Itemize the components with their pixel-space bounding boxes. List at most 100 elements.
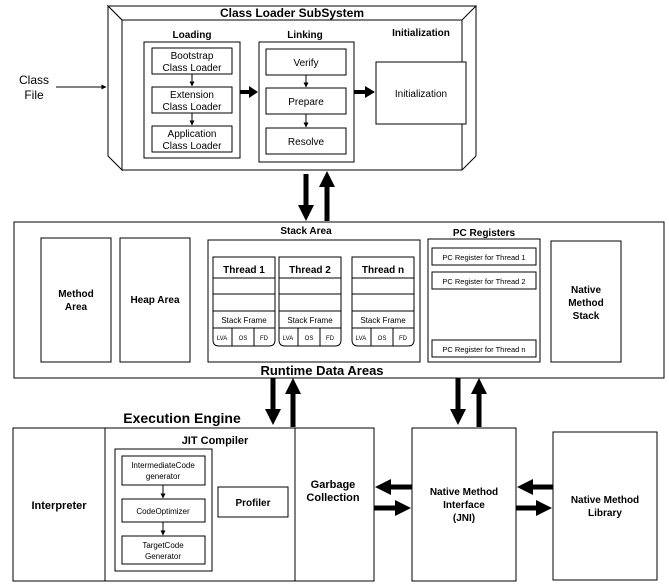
native-method-library: Native Method Library [552,431,658,581]
native-method-interface: Native Method Interface (JNI) [411,427,517,582]
pc-register-thread-n-label: PC Register for Thread n [442,345,525,354]
loading-title: Loading [173,30,212,41]
target-code-generator-label-1: TargetCode [142,541,184,550]
native-method-library-label-1: Native Method [571,495,639,506]
thread-2-stack: Thread 2 Stack Frame LVA OS FD [278,256,342,347]
garbage-collection-label-1: Garbage [311,479,356,491]
thread-n-label: Thread n [362,265,404,276]
jni-label-3: (JNI) [453,513,475,524]
native-method-library-box [552,431,658,581]
class-loader-left-face [107,4,123,172]
application-label-2: Class Loader [163,141,223,152]
engine-jni-arrows [374,479,412,516]
class-loader-back-corner [461,155,477,171]
native-method-stack-label-2: Method [568,298,604,309]
extension-label-2: Class Loader [163,102,223,113]
heap-area-label: Heap Area [130,295,180,306]
loader-to-runtime-head [298,205,314,221]
bootstrap-label-1: Bootstrap [171,51,214,62]
runtime-data-areas: Method Area Heap Area Stack Area Thread … [13,221,665,379]
code-optimizer-label: CodeOptimizer [136,507,190,516]
thread-n-fd: FD [399,336,408,342]
thread-n-os: OS [378,336,387,342]
pc-register-thread-1-box [431,247,537,266]
pc-register-thread-2-label: PC Register for Thread 2 [442,277,525,286]
thread-1-fd: FD [260,336,269,342]
thread-2-fd: FD [326,336,335,342]
prepare-label: Prepare [288,97,324,108]
resolve-label: Resolve [288,137,325,148]
method-area-box [40,237,112,363]
pc-register-thread-n-box [431,339,537,358]
thread-1-stack-frame-label: Stack Frame [221,316,267,325]
native-method-stack-box [550,240,622,363]
thread-1-stack: Thread 1 Stack Frame LVA OS FD [212,256,276,347]
native-method-stack-label-3: Stack [573,311,600,322]
thread-1-frame [212,256,276,347]
thread-2-os: OS [305,336,314,342]
thread-n-frame [351,256,415,347]
loader-runtime-arrows [298,171,335,221]
class-file-text-1: Class [19,73,49,87]
application-label-1: Application [168,129,217,140]
execution-engine-title: Execution Engine [123,410,241,426]
jni-label-2: Interface [443,500,485,511]
initialization-box [375,61,467,125]
native-method-library-label-2: Library [588,508,622,519]
class-loader-title: Class Loader SubSystem [220,6,364,20]
jni-to-engine-head [375,479,391,495]
class-loader-subsystem: Class Loader SubSystem Loading Bootstrap… [106,4,478,172]
class-file-text-2: File [24,88,44,102]
heap-area-box [119,237,191,363]
linking-title: Linking [287,30,323,41]
class-file-label: Class File [19,73,49,102]
thread-n-stack: Thread n Stack Frame LVA OS FD [351,256,415,347]
method-area-label-1: Method [58,289,94,300]
initialization-title: Initialization [392,28,450,39]
initialization-label: Initialization [395,89,447,100]
thread-2-frame [278,256,342,347]
intermediate-code-generator-label-2: generator [146,472,181,481]
jit-compiler-title: JIT Compiler [182,435,249,447]
target-code-generator-label-2: Generator [145,552,181,561]
pc-registers-title: PC Registers [453,228,516,239]
thread-2-label: Thread 2 [289,265,331,276]
native-method-stack-label-1: Native [571,285,601,296]
thread-2-stack-frame-label: Stack Frame [287,316,333,325]
execution-engine: Execution Engine Interpreter JIT Compile… [12,410,375,582]
thread-1-lva: LVA [217,336,227,342]
runtime-to-loader-head [319,171,335,187]
pc-register-thread-1-label: PC Register for Thread 1 [442,253,525,262]
thread-1-os: OS [239,336,248,342]
intermediate-code-generator-box [121,455,206,486]
jni-to-runtime-head [471,378,487,394]
application-class-loader-box [151,125,233,153]
jni-box [411,427,517,582]
garbage-collection-label-2: Collection [306,492,359,504]
jit-compiler-box [104,427,296,582]
prepare-box [265,87,347,115]
runtime-jni-arrows [450,378,487,427]
intermediate-code-generator-label-1: IntermediateCode [131,461,195,470]
method-area-label-2: Area [65,302,88,313]
profiler-label: Profiler [235,498,270,509]
thread-n-stack-frame-label: Stack Frame [360,316,406,325]
extension-label-1: Extension [170,90,214,101]
verify-label: Verify [293,58,318,69]
resolve-box [265,127,347,155]
jni-to-library-head [536,500,552,516]
runtime-data-areas-title: Runtime Data Areas [260,363,383,378]
runtime-execution-arrows [265,378,301,427]
runtime-to-jni-head [450,409,466,425]
thread-2-lva: LVA [283,336,293,342]
jni-library-arrows [516,479,553,516]
runtime-to-engine-head [265,409,281,425]
thread-1-label: Thread 1 [223,265,265,276]
jni-label-1: Native Method [430,487,498,498]
linking-to-init-head [365,86,375,98]
profiler-box [217,486,289,518]
loading-to-linking-head [249,86,258,98]
thread-n-lva: LVA [356,336,366,342]
library-to-jni-head [517,479,533,495]
